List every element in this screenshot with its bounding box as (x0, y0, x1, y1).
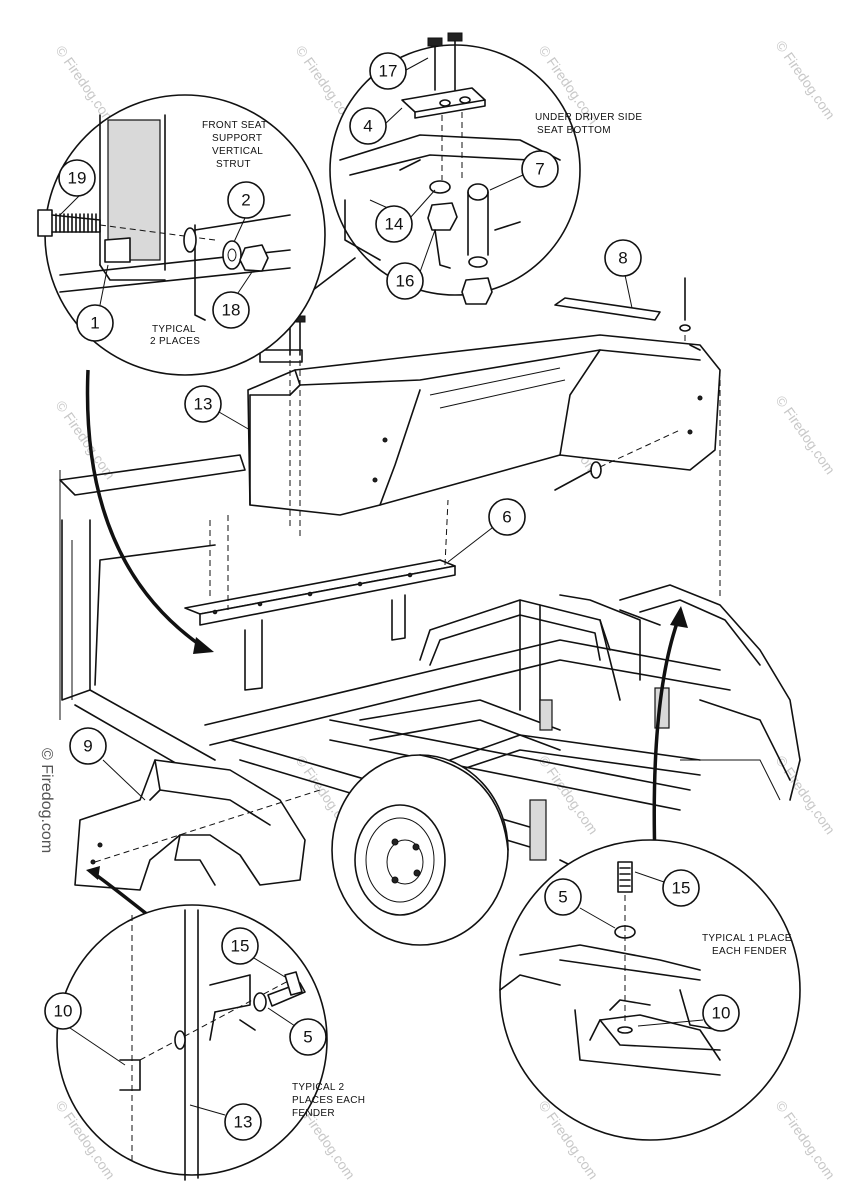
svg-text:14: 14 (385, 215, 404, 234)
svg-text:6: 6 (502, 508, 511, 527)
callout-13-top: 13 (184, 385, 251, 431)
svg-text:13: 13 (234, 1113, 253, 1132)
callout-13-bottom: 13 (189, 1103, 262, 1141)
seat-support-shroud (247, 315, 721, 540)
callout-7: 7 (489, 150, 559, 191)
note-line: PLACES EACH (292, 1095, 365, 1106)
note-line: TYPICAL 1 PLACE (702, 933, 792, 944)
svg-text:19: 19 (68, 169, 87, 188)
detail-front-seat-strut (37, 94, 326, 376)
svg-text:18: 18 (222, 301, 241, 320)
note-typical-2-places-fender: TYPICAL 2 PLACES EACH FENDER (292, 1082, 365, 1119)
svg-text:1: 1 (90, 314, 99, 333)
svg-text:10: 10 (54, 1002, 73, 1021)
seat-strip-8 (554, 277, 721, 600)
note-line: SUPPORT (212, 133, 262, 144)
watermark-1: © Firedog.com (53, 43, 119, 128)
callout-15-left: 15 (221, 927, 286, 978)
callout-8: 8 (604, 239, 642, 309)
note-line: UNDER DRIVER SIDE (535, 112, 642, 123)
callout-1: 1 (76, 264, 114, 342)
callout-17: 17 (369, 52, 429, 90)
svg-text:9: 9 (83, 737, 92, 756)
watermark-side: © Firedog.com (38, 748, 55, 853)
callout-10-right: 10 (637, 994, 740, 1032)
note-under-driver-seat: UNDER DRIVER SIDE SEAT BOTTOM (535, 112, 642, 136)
svg-text:16: 16 (396, 272, 415, 291)
svg-text:4: 4 (363, 117, 372, 136)
arrow-to-rear-fender (652, 619, 680, 861)
svg-text:8: 8 (618, 249, 627, 268)
callout-6: 6 (447, 498, 526, 563)
watermark-15: © Firedog.com (773, 1098, 839, 1183)
callout-14: 14 (369, 189, 436, 243)
watermark-4: © Firedog.com (773, 38, 839, 123)
svg-text:5: 5 (303, 1028, 312, 1047)
callout-16: 16 (386, 229, 436, 300)
note-line: 2 PLACES (150, 336, 200, 347)
svg-text:15: 15 (231, 937, 250, 956)
callout-10-left: 10 (44, 992, 126, 1066)
note-line: FRONT SEAT (202, 120, 267, 131)
svg-text:5: 5 (558, 888, 567, 907)
detail-front-fender-mount (56, 904, 328, 1181)
callout-19: 19 (58, 159, 96, 216)
watermark-8: © Firedog.com (773, 393, 839, 478)
callout-9: 9 (69, 727, 146, 801)
detail-rear-fender-mount (499, 839, 801, 1141)
note-line: STRUT (216, 159, 251, 170)
watermark-5: © Firedog.com (53, 398, 119, 483)
note-line: TYPICAL (152, 324, 196, 335)
seat-bracket-6 (184, 499, 456, 691)
note-typical-2-places: TYPICAL 2 PLACES (150, 324, 200, 347)
note-line: TYPICAL 2 (292, 1082, 344, 1093)
callout-4: 4 (349, 107, 403, 145)
shroud-side-screw (554, 429, 681, 491)
callout-15-right: 15 (634, 869, 700, 907)
svg-text:7: 7 (535, 160, 544, 179)
fender-9 (74, 759, 321, 891)
note-line: SEAT BOTTOM (537, 125, 611, 136)
arrow-head-frame (193, 637, 214, 654)
wheel (331, 754, 509, 946)
svg-text:10: 10 (712, 1004, 731, 1023)
note-line: EACH FENDER (712, 946, 787, 957)
arrow-head-front-fender (86, 866, 100, 880)
note-front-seat-strut: FRONT SEAT SUPPORT VERTICAL STRUT (202, 120, 267, 170)
arrow-head-rear-fender (670, 606, 688, 628)
curved-arrows (85, 257, 688, 917)
svg-text:13: 13 (194, 395, 213, 414)
note-typical-1-place-fender: TYPICAL 1 PLACE EACH FENDER (702, 933, 792, 957)
callout-5-left: 5 (267, 1007, 327, 1056)
svg-text:17: 17 (379, 62, 398, 81)
note-line: VERTICAL (212, 146, 263, 157)
svg-text:15: 15 (672, 879, 691, 898)
callout-2: 2 (227, 181, 265, 243)
note-line: FENDER (292, 1108, 335, 1119)
callout-18: 18 (212, 271, 253, 329)
arrow-to-frame (85, 369, 202, 647)
svg-text:2: 2 (241, 191, 250, 210)
callout-5-right: 5 (544, 878, 616, 929)
